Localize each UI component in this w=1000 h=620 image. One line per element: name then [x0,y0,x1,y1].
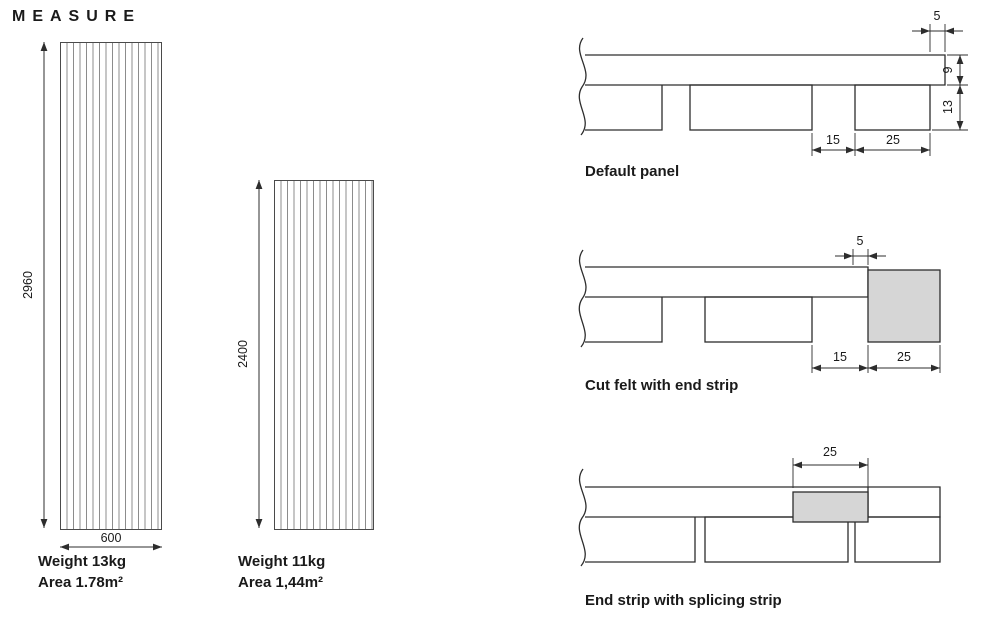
panel1-width-label: 600 [100,531,122,545]
dim-label-end-strip-width: 25 [897,350,911,364]
panel1-height-label: 2960 [21,271,35,299]
felt-strip [585,54,946,86]
break-line [578,468,587,567]
end-strip [867,269,941,343]
section1-caption: Default panel [585,163,680,180]
dim-label-splicing-width: 25 [823,445,837,459]
panel2-weight: Weight 11kg [238,553,326,570]
section2-caption: Cut felt with end strip [585,377,739,394]
splicing-strip [792,491,869,523]
dim-label-slat-thickness: 13 [941,100,955,114]
dim-label-gap: 15 [826,133,840,147]
break-line [578,249,587,348]
slat [585,517,696,563]
panel1-weight: Weight 13kg [38,553,127,570]
dim-label-gap2: 15 [833,350,847,364]
slatted-panel-small [274,180,374,530]
slatted-panel-large [60,42,162,530]
slat [854,84,931,131]
felt-strip [585,266,869,298]
splicing-strip-section [578,458,941,567]
panel2-area: Area 1,44m² [238,574,324,591]
slat [689,84,813,131]
slat [704,516,849,563]
slat [704,296,813,343]
dim-label-slat-width: 25 [886,133,900,147]
felt-strip [585,486,941,518]
dim-label-overhang: 5 [933,9,941,23]
dim-label-cut-offset: 5 [856,234,864,248]
page-title: MEASURE [12,8,142,25]
slat [585,85,663,131]
break-line [578,37,587,136]
default-panel-section [578,24,968,156]
dim-label-felt-thickness: 9 [941,66,955,74]
cut-felt-section [578,249,941,373]
slat [585,297,663,343]
section3-caption: End strip with splicing strip [585,592,782,609]
panel1-area: Area 1.78m² [38,574,124,591]
panel2-height-label: 2400 [236,340,250,368]
slat [854,516,941,563]
